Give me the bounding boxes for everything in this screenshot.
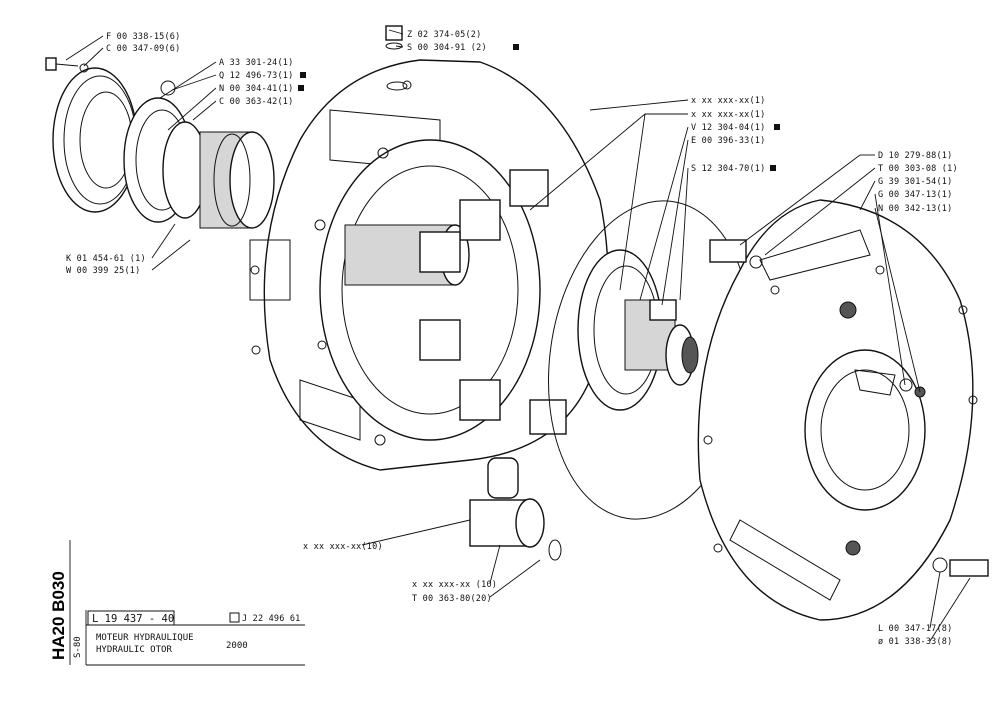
callout-label: x xx xxx-xx (10) — [412, 580, 497, 590]
callout-labels-right: D 10 279-88(1) T 00 303-08 (1) G 39 301-… — [878, 151, 958, 214]
drawing-code: HA20 B030 — [49, 571, 68, 660]
callout-label: T 00 363-80(20) — [412, 594, 492, 604]
callout-label: N 00 304-41(1) — [219, 84, 293, 94]
marker-square — [300, 72, 306, 78]
callout-label: K 01 454-61 (1) — [66, 254, 146, 264]
title-block: HA20 B030 S-80 L 19 437 - 40 J 22 496 61… — [49, 540, 305, 666]
callout-labels-top: Z 02 374-05(2) S 00 304-91 (2) — [407, 30, 519, 53]
callout-label: C 00 347-09(6) — [106, 44, 180, 54]
title-fr: MOTEUR HYDRAULIQUE — [96, 633, 194, 643]
callout-label: E 00 396-33(1) — [691, 136, 765, 146]
marker-square — [770, 165, 776, 171]
callout-label: ø 01 338-33(8) — [878, 637, 952, 647]
callout-labels-left: F 00 338-15(6) C 00 347-09(6) A 33 301-2… — [66, 32, 306, 276]
main-housing — [249, 25, 609, 471]
marker-square — [513, 44, 519, 50]
callout-label: W 00 399 25(1) — [66, 266, 140, 276]
leader-lines — [65, 29, 971, 642]
part-number: L 19 437 - 40 — [92, 613, 174, 625]
alt-ref: J 22 496 61 — [242, 614, 301, 624]
callout-label: Z 02 374-05(2) — [407, 30, 481, 40]
marker-square — [774, 124, 780, 130]
callout-label: L 00 347-17(8) — [878, 624, 952, 634]
right-cover — [697, 199, 989, 621]
callout-labels-center: x xx xxx-xx(1) x xx xxx-xx(1) V 12 304-0… — [691, 96, 780, 174]
bearing-distributor-assembly — [577, 249, 699, 411]
callout-labels-bottom: x xx xxx-xx(10) x xx xxx-xx (10) T 00 36… — [303, 542, 952, 647]
callout-label: S 12 304-70(1) — [691, 164, 765, 174]
callout-label: x xx xxx-xx(1) — [691, 96, 765, 106]
callout-label: N 00 342-13(1) — [878, 204, 952, 214]
left-cover-assembly — [45, 57, 275, 229]
callout-label: x xx xxx-xx(1) — [691, 110, 765, 120]
model-number: 2000 — [226, 641, 248, 651]
callout-label: x xx xxx-xx(10) — [303, 542, 383, 552]
callout-label: V 12 304-04(1) — [691, 123, 765, 133]
callout-label: T 00 303-08 (1) — [878, 164, 958, 174]
callout-label: G 00 347-13(1) — [878, 190, 952, 200]
callout-label: C 00 363-42(1) — [219, 97, 293, 107]
callout-label: F 00 338-15(6) — [106, 32, 180, 42]
callout-label: G 39 301-54(1) — [878, 177, 952, 187]
title-en: HYDRAULIC OTOR — [96, 645, 172, 655]
piston-parts — [469, 457, 562, 561]
marker-square — [298, 85, 304, 91]
callout-label: S 00 304-91 (2) — [407, 43, 487, 53]
callout-label: D 10 279-88(1) — [878, 151, 952, 161]
callout-label: Q 12 496-73(1) — [219, 71, 293, 81]
callout-label: A 33 301-24(1) — [219, 58, 293, 68]
sheet-ref: S-80 — [73, 636, 83, 658]
